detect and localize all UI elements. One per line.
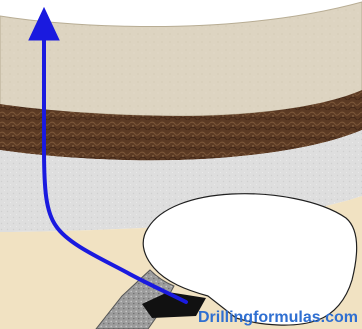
watermark-text: Drillingformulas.com [198, 309, 358, 326]
